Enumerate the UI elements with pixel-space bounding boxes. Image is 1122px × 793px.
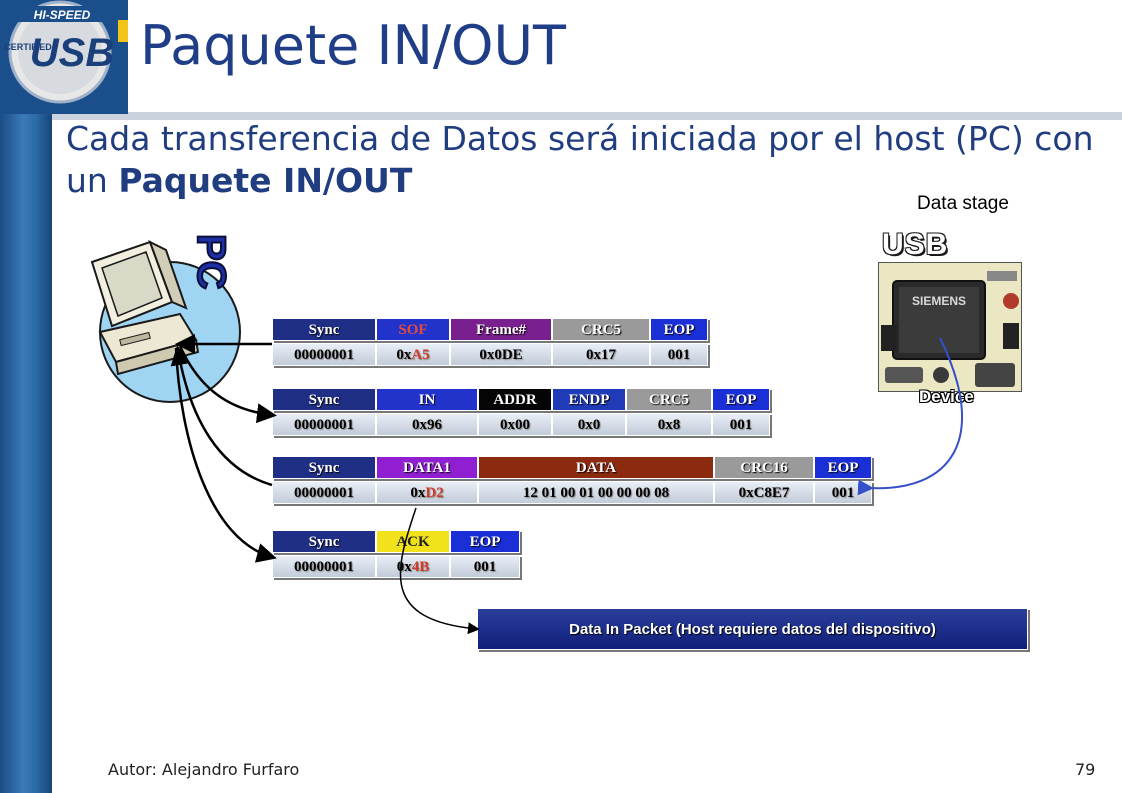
data-in-packet-box: Data In Packet (Host requiere datos del … [477,608,1028,650]
packet-data1-field-value: 12 01 00 01 00 00 00 08 [478,481,714,504]
packet-sof-field-label: Sync [272,318,376,341]
packet-ack-field-value: 0x4B [376,555,450,578]
packet-in-field-label: ADDR [478,388,552,411]
pc-illustration [80,222,280,422]
packet-in-field-value: 0x8 [626,413,712,436]
packet-in-field-label: EOP [712,388,770,411]
packet-ack-field-value: 00000001 [272,555,376,578]
slide-subtitle: Cada transferencia de Datos será iniciad… [66,118,1116,202]
packet-in-field-value: 0x0 [552,413,626,436]
packet-ack-field-value: 001 [450,555,520,578]
subtitle-text: Cada transferencia de Datos será iniciad… [66,119,1094,200]
packet-ack-field-label: EOP [450,530,520,553]
page-number: 79 [1075,760,1096,779]
usb-logo-icon: HI-SPEED USB CERTIFIED [4,0,128,104]
logo-line3: CERTIFIED [4,42,52,52]
usb-certified-logo: HI-SPEED USB CERTIFIED [0,0,128,114]
arrow-data1 [170,345,273,487]
value-highlight: A5 [411,347,430,363]
value-prefix: 0x [396,347,412,363]
packet-sof-field-value: 0x0DE [450,343,552,366]
packet-in-field-label: Sync [272,388,376,411]
pc-label: PC [189,234,233,290]
packet-in-field-label: ENDP [552,388,626,411]
packet-data1-field-label: CRC16 [714,456,814,479]
data-stage-label: Data stage [917,193,1009,214]
value-highlight: D2 [425,485,444,501]
subtitle-bold: Paquete IN/OUT [118,161,413,200]
pc-label-graphic: PC [188,226,268,310]
value-highlight: 4B [411,559,430,575]
packet-sof-field-label: Frame# [450,318,552,341]
packet-sof-field-label: CRC5 [552,318,650,341]
packet-ack-field-label: Sync [272,530,376,553]
usb-device-image: SIEMENS [878,262,1022,392]
value-prefix: 0x [410,485,426,501]
packet-sof-field-value: 0xA5 [376,343,450,366]
packet-data1-field-value: 001 [814,481,872,504]
packet-data1-field-value: 00000001 [272,481,376,504]
packet-data1-field-value: 0xD2 [376,481,478,504]
packet-sof-field-value: 001 [650,343,708,366]
packet-sof-field-value: 0x17 [552,343,650,366]
packet-data1-field-label: Sync [272,456,376,479]
packet-sof-field-label: EOP [650,318,708,341]
packet-sof-field-label: SOF [376,318,450,341]
left-sidebar-bar [0,0,52,793]
logo-line1: HI-SPEED [34,8,91,22]
packet-data1-field-value: 0xC8E7 [714,481,814,504]
slide-title: Paquete IN/OUT [140,14,567,77]
footer-author: Autor: Alejandro Furfaro [108,760,300,779]
title-divider [52,112,1122,120]
packet-in-field-label: IN [376,388,478,411]
arrow-info [399,507,480,635]
packet-in-field-value: 0x96 [376,413,478,436]
packet-in-field-value: 001 [712,413,770,436]
packet-data1-field-label: EOP [814,456,872,479]
logo-line2: USB [30,31,114,75]
arrow-device [857,337,964,496]
chip-text: SIEMENS [912,294,966,308]
packet-in-field-value: 00000001 [272,413,376,436]
arrow-ack [174,347,277,563]
usb-label: USB [882,228,949,261]
packet-data1-field-label: DATA [478,456,714,479]
pc-wordart: PC [188,233,234,291]
packet-sof-field-value: 00000001 [272,343,376,366]
packet-in-field-value: 0x00 [478,413,552,436]
packet-in-field-label: CRC5 [626,388,712,411]
device-chip-icon: SIEMENS [879,263,1021,391]
packet-data1-field-label: DATA1 [376,456,478,479]
computer-icon [90,239,241,403]
